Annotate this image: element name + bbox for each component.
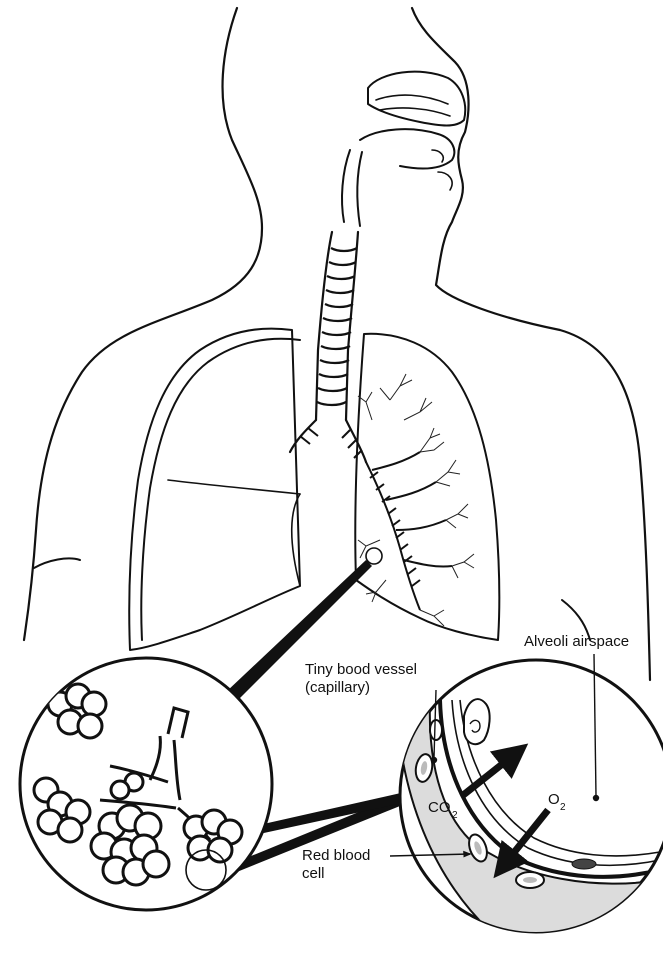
alveoli-cluster-circle [20,658,272,910]
right-lung [355,334,499,640]
nasal-cavity [342,72,465,226]
alveoli-airspace-label: Alveoli airspace [524,633,629,650]
trachea [290,232,366,462]
left-lung [129,329,300,650]
red-blood-cell-label-line2: cell [302,865,325,882]
o2-label-main: O [548,791,560,808]
body-outline [24,8,650,680]
co2-label-subscript: 2 [452,810,458,821]
capillary-label-line2: (capillary) [305,679,370,696]
red-blood-cell-label-line1: Red blood [302,847,370,864]
o2-label-subscript: 2 [560,802,566,813]
capillary-label-line1: Tiny bood vessel [305,661,417,678]
co2-label-main: CO [428,799,451,816]
